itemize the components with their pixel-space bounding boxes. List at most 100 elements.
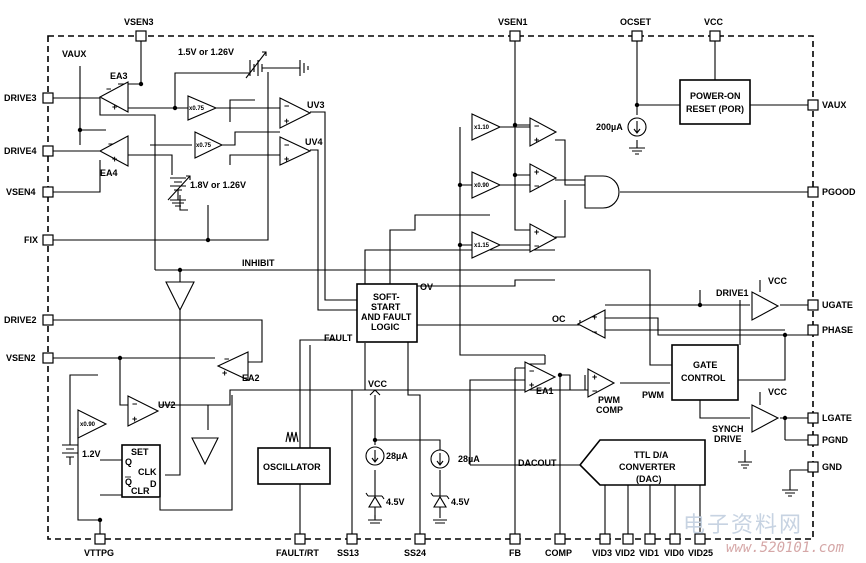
ea4-label: EA4 [100, 168, 118, 178]
ss-vcc-label: VCC [368, 379, 388, 389]
pin-drive3[interactable] [42, 92, 54, 104]
pin-pgnd[interactable] [807, 434, 819, 446]
vttpg-buffer [191, 437, 219, 466]
zener-label: 4.5V [451, 497, 470, 507]
pin-fault-rt[interactable] [294, 533, 306, 545]
pin-vid3-label: VID3 [592, 548, 612, 558]
comparator-pg-low: +− [529, 163, 558, 193]
comparator-pwm: +− PWM COMP [587, 368, 623, 415]
pin-lgate[interactable] [807, 412, 819, 424]
junctions [77, 81, 788, 523]
pin-lgate-label: LGATE [822, 413, 852, 423]
svg-text:+: + [529, 380, 534, 390]
pin-pgnd-label: PGND [822, 435, 849, 445]
gain-buffer-090-top: x0.90 [471, 171, 502, 199]
reference-mid: 1.8V or 1.26V [167, 175, 246, 207]
gain-buffer-075-a: x0.75 [187, 95, 218, 121]
pin-vid3[interactable] [599, 533, 611, 545]
pin-vsen2[interactable] [42, 352, 54, 364]
pin-vid2-label: VID2 [615, 548, 635, 558]
latch-text: D [150, 479, 157, 489]
pin-vcc-label: VCC [704, 17, 724, 27]
i200-label: 200µA [596, 122, 623, 132]
pin-ocset-label: OCSET [620, 17, 652, 27]
ea2-label: EA2 [242, 373, 260, 383]
svg-text:+: + [592, 372, 597, 382]
gain-buffer-110: x1.10 [471, 113, 502, 141]
pin-vttpg[interactable] [94, 533, 106, 545]
pin-phase[interactable] [807, 324, 819, 336]
pin-ss24[interactable] [414, 533, 426, 545]
vcc-arrow [369, 389, 381, 396]
svg-text:+: + [284, 154, 289, 164]
fault-label: FAULT [324, 333, 353, 343]
latch-text: CLR [131, 486, 150, 496]
zener-a: 4.5V [365, 492, 405, 524]
svg-text:+: + [132, 414, 137, 424]
pin-vsen4-label: VSEN4 [6, 187, 36, 197]
svg-text:−: − [106, 84, 111, 94]
vaux-left-label: VAUX [62, 49, 86, 59]
gate-control-text: GATE [693, 360, 717, 370]
por-block: POWER-ON RESET (POR) [679, 79, 751, 125]
latch-block: SET Q CLK Q D CLR [121, 444, 161, 498]
pin-vid25[interactable] [694, 533, 706, 545]
por-text: RESET (POR) [686, 104, 744, 114]
comparator-ov: +− [529, 223, 558, 253]
comparator-pg-high: −+ [529, 117, 558, 147]
current-source-28ua-a: 28µA [365, 446, 408, 466]
pin-drive4[interactable] [42, 145, 54, 157]
svg-text:−: − [529, 366, 534, 376]
latch-text: Q [125, 477, 132, 487]
pin-vaux-right[interactable] [807, 99, 819, 111]
pin-ocset[interactable] [631, 30, 643, 42]
pin-ugate[interactable] [807, 299, 819, 311]
gain-label: x0.90 [80, 422, 96, 428]
svg-text:+: + [592, 312, 597, 322]
ea3-label: EA3 [110, 71, 128, 81]
pin-vsen4[interactable] [42, 186, 54, 198]
svg-text:+: + [284, 116, 289, 126]
pin-phase-label: PHASE [822, 325, 853, 335]
pin-vsen1[interactable] [509, 30, 521, 42]
reference-12v: 1.2V [62, 444, 101, 465]
pin-comp[interactable] [554, 533, 566, 545]
gain-label: x1.10 [474, 125, 490, 131]
uv4-label: UV4 [305, 137, 323, 147]
pin-ugate-label: UGATE [822, 300, 853, 310]
pin-ss24-label: SS24 [404, 548, 426, 558]
svg-text:+: + [112, 102, 117, 112]
ov-label: OV [420, 282, 433, 292]
pin-fix[interactable] [42, 234, 54, 246]
svg-text:+: + [534, 135, 539, 145]
pin-ss13[interactable] [346, 533, 358, 545]
synch-label-1: SYNCH [712, 424, 744, 434]
gain-buffer-090: x0.90 [77, 409, 108, 439]
pin-vid1[interactable] [644, 533, 656, 545]
oc-label: OC [552, 314, 566, 324]
svg-text:−: − [284, 140, 289, 150]
gate-control-text: CONTROL [681, 373, 726, 383]
pin-fb[interactable] [509, 533, 521, 545]
pin-vsen1-label: VSEN1 [498, 17, 528, 27]
ground-icon [782, 489, 798, 497]
gain-label: x0.90 [474, 183, 490, 189]
pin-vid1-label: VID1 [639, 548, 659, 558]
reference-top: 1.5V or 1.26V [178, 47, 309, 79]
pin-vsen3[interactable] [135, 30, 147, 42]
pin-vid0[interactable] [669, 533, 681, 545]
pin-drive4-label: DRIVE4 [4, 146, 37, 156]
pin-pgood[interactable] [807, 186, 819, 198]
pin-vid2[interactable] [622, 533, 634, 545]
pin-fix-label: FIX [24, 235, 38, 245]
pin-drive2[interactable] [42, 314, 54, 326]
svg-text:−: − [132, 399, 137, 409]
zener-b: 4.5V [430, 492, 470, 524]
pwm-comp-label-1: PWM [598, 395, 620, 405]
pin-vcc[interactable] [709, 30, 721, 42]
package-outline [47, 35, 814, 540]
gain-buffer-075-b: x0.75 [194, 131, 224, 159]
pin-gnd[interactable] [807, 461, 819, 473]
inhibit-label: INHIBIT [242, 258, 275, 268]
